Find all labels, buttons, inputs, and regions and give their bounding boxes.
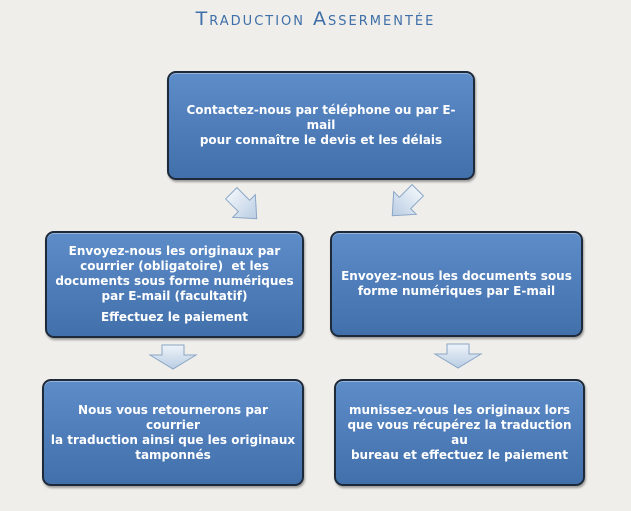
text-line: Envoyez-nous les originaux par [68, 244, 281, 258]
step-pickup-box: munissez-vous les originaux lors que vou… [334, 379, 585, 486]
step-send-digital-text: Envoyez-nous les documents sous forme nu… [341, 269, 572, 299]
step-send-originals-box: Envoyez-nous les originaux par courrier … [45, 231, 304, 338]
text-line: courrier (obligatoire) et les [80, 259, 269, 273]
arrow-down-right-icon [391, 183, 425, 217]
text-line: pour connaître le devis et les délais [199, 133, 443, 147]
step-contact-box: Contactez-nous par téléphone ou par E-ma… [167, 71, 475, 180]
step-contact-text: Contactez-nous par téléphone ou par E-ma… [175, 103, 467, 148]
text-line: forme numériques par E-mail [357, 284, 556, 298]
arrow-down-icon [148, 344, 198, 370]
arrow-down-icon [433, 343, 483, 369]
step-return-mail-box: Nous vous retournerons par courrier la t… [42, 379, 304, 486]
text-line: par E-mail (facultatif) [101, 289, 248, 303]
diagram-title: Traduction Assermentée [195, 8, 436, 30]
text-line: munissez-vous les originaux lors [348, 402, 571, 417]
step-send-originals-text: Envoyez-nous les originaux par courrier … [55, 244, 293, 304]
arrow-down-left-icon [224, 186, 258, 220]
text-line: bureau et effectuez le paiement [350, 447, 569, 462]
text-line: documents sous forme numériques [55, 274, 294, 288]
text-line: Contactez-nous par téléphone ou par E-ma… [186, 103, 456, 132]
step-send-digital-box: Envoyez-nous les documents sous forme nu… [330, 231, 583, 337]
step-payment-text: Effectuez le paiement [100, 310, 249, 324]
text-line: tamponnés [135, 447, 211, 462]
text-line: Nous vous retournerons par courrier [78, 402, 268, 432]
text-line: Envoyez-nous les documents sous [341, 269, 572, 283]
text-line: la traduction ainsi que les originaux [50, 432, 296, 447]
step-pickup-text: munissez-vous les originaux lors que vou… [342, 403, 577, 463]
step-return-mail-text: Nous vous retournerons par courrier la t… [50, 403, 296, 463]
text-line: que vous récupérez la traduction au [347, 417, 572, 447]
